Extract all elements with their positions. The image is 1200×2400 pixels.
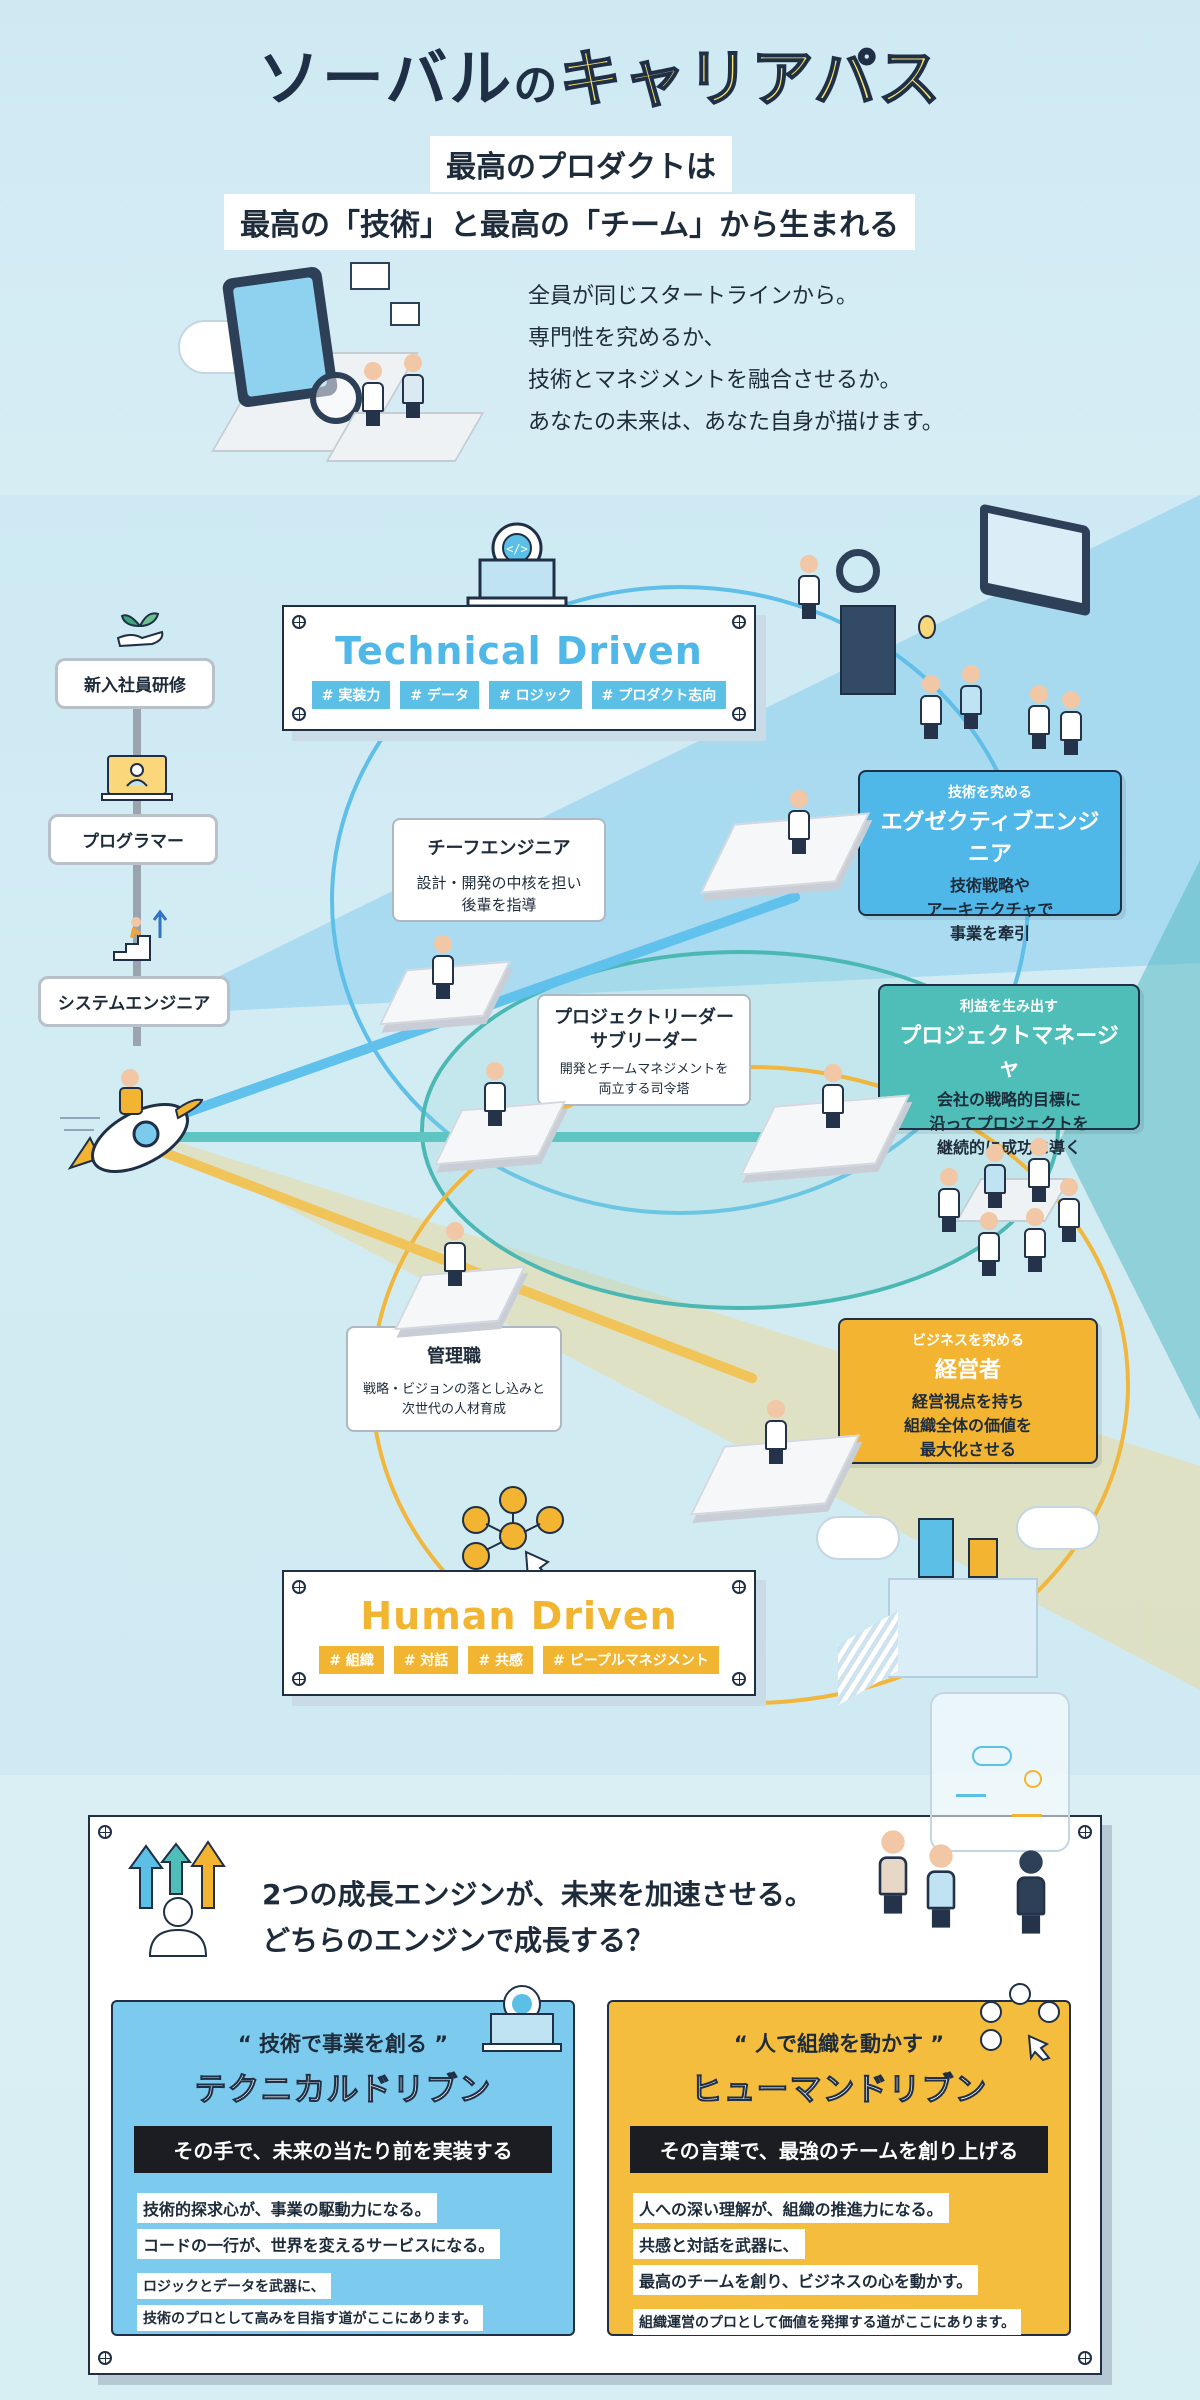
chief-engineer-card: チーフエンジニア 設計・開発の中核を担い 後輩を指導 — [392, 818, 606, 922]
stairs-arrow-icon — [110, 908, 170, 964]
tech-tag: # データ — [400, 681, 479, 709]
tech-engine-title: テクニカルドリブン — [194, 2070, 492, 2109]
human-engine-tagline: その言葉で、最強のチームを創り上げる — [630, 2126, 1048, 2173]
people-network-icon — [456, 1484, 570, 1582]
human-tag: # 対話 — [393, 1646, 459, 1674]
tech-tag: # プロダクト志向 — [591, 681, 727, 709]
step-system-engineer: システムエンジニア — [38, 976, 230, 1027]
step-programmer: プログラマー — [48, 814, 218, 865]
technical-illustration — [790, 503, 1120, 755]
technical-driven-panel: Technical Driven # 実装力 # データ # ロジック # プロダクト… — [282, 605, 756, 731]
projection-screen — [930, 1692, 1070, 1852]
tech-engine-quote: “ 技術で事業を創る ” — [237, 2032, 449, 2056]
person-chief — [432, 935, 454, 999]
person-pl — [484, 1062, 506, 1126]
tech-engine-card: “ 技術で事業を創る ” テクニカルドリブン その手で、未来の当たり前を実装する… — [111, 1985, 575, 2336]
code-laptop-icon: </> — [462, 520, 572, 610]
tech-tag: # 実装力 — [311, 681, 391, 709]
human-tag: # ピープルマネジメント — [543, 1646, 719, 1674]
steps-connector — [133, 686, 141, 1046]
person-pm — [822, 1064, 844, 1128]
tech-tag: # ロジック — [489, 681, 582, 709]
laptop-person-icon — [100, 752, 174, 808]
person-exec-eng — [788, 790, 810, 854]
page-title: ソーバルのキャリアパス — [257, 41, 943, 116]
person-exec — [765, 1400, 787, 1464]
intro-illustration — [180, 262, 485, 462]
person-mgr — [444, 1222, 466, 1286]
intro-text: 全員が同じスタートラインから。 専門性を究めるか、 技術とマネジメントを融合させ… — [528, 284, 944, 435]
subtitle-line1: 最高のプロダクトは — [430, 136, 732, 192]
subtitle-line2: 最高の「技術」と最高の「チーム」から生まれる — [224, 194, 916, 250]
svg-text:</>: </> — [506, 542, 528, 556]
growth-arrows-icon — [120, 1838, 236, 1958]
business-illustration — [808, 1478, 1108, 1706]
human-engine-card: “ 人で組織を動かす ” ヒューマンドリブン その言葉で、最強のチームを創り上げ… — [607, 1983, 1071, 2336]
manager-card: 管理職 戦略・ビジョンの落とし込みと 次世代の人材育成 — [346, 1326, 562, 1432]
people-network-icon — [977, 1982, 1063, 2062]
human-driven-title: Human Driven — [360, 1594, 678, 1638]
human-engine-quote: “ 人で組織を動かす ” — [733, 2032, 945, 2056]
human-engine-title: ヒューマンドリブン — [690, 2070, 988, 2109]
project-manager-card: 利益を生み出す プロジェクトマネージャ 会社の戦略的目標に 沿ってプロジェクトを… — [878, 984, 1140, 1157]
human-driven-panel: Human Driven # 組織 # 対話 # 共感 # ピープルマネジメント — [282, 1570, 756, 1696]
human-tag: # 組織 — [319, 1646, 384, 1674]
tech-engine-tagline: その手で、未来の当たり前を実装する — [134, 2126, 552, 2173]
technical-driven-title: Technical Driven — [335, 629, 703, 673]
presenters-illustration — [870, 1820, 1060, 1970]
project-leader-card: プロジェクトリーダー サブリーダー 開発とチームマネジメントを 両立する司令塔 — [537, 994, 751, 1106]
sprout-hand-icon — [112, 596, 168, 652]
code-laptop-icon — [479, 1984, 565, 2054]
rocket-icon — [60, 1058, 210, 1188]
bottom-question: 2つの成長エンジンが、未来を加速させる。 どちらのエンジンで成長する？ — [262, 1878, 813, 1957]
executive-card: ビジネスを究める 経営者 経営視点を持ち 組織全体の価値を 最大化させる — [838, 1318, 1098, 1464]
team-illustration — [928, 1138, 1098, 1278]
step-new-hire: 新入社員研修 — [55, 658, 215, 709]
exec-engineer-card: 技術を究める エグゼクティブエンジニア 技術戦略や アーキテクチャで 事業を牽引 — [858, 770, 1122, 943]
human-tag: # 共感 — [468, 1646, 534, 1674]
